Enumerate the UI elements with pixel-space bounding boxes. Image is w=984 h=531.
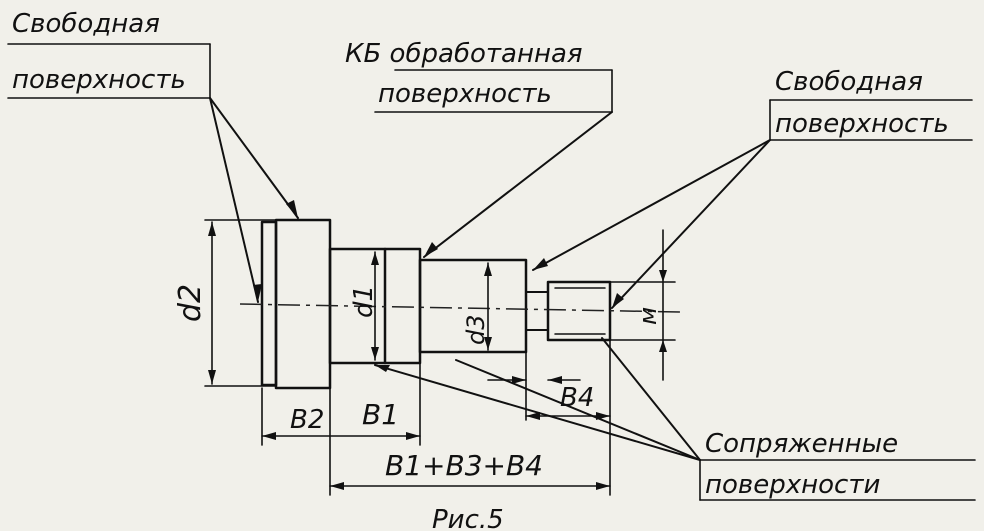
axis-centerline xyxy=(239,303,681,313)
arrowhead-total-left xyxy=(330,482,344,490)
arrowhead-b4b-left xyxy=(526,412,540,420)
dim-label-b4: B4 xyxy=(560,383,594,413)
leader-free-left-2 xyxy=(209,97,259,303)
arrowhead-d1-bottom xyxy=(371,347,379,360)
arrowhead-mated-1 xyxy=(375,365,390,372)
label-free-right-line1: Свободная xyxy=(775,67,923,97)
arrowhead-d3-top xyxy=(484,263,492,276)
arrowhead-d2-bottom xyxy=(208,370,216,384)
arrowhead-d3-bottom xyxy=(484,337,492,350)
shaft-step-d3 xyxy=(418,258,528,354)
dim-label-b1: B1 xyxy=(362,398,399,431)
label-mated-line2: поверхности xyxy=(705,470,880,500)
shaft-body xyxy=(260,218,612,390)
arrowhead-kb xyxy=(424,242,438,257)
arrowhead-free-right-2 xyxy=(612,293,624,308)
arrowhead-b4b-right xyxy=(596,412,610,420)
shaft-flange-left xyxy=(260,220,278,387)
leader-free-right-1 xyxy=(532,139,771,271)
arrowhead-m-bottom xyxy=(659,340,667,352)
leader-mated-2 xyxy=(455,359,701,461)
label-free-left-line2: поверхность xyxy=(12,65,186,95)
arrowhead-b4-left xyxy=(512,376,526,384)
dim-label-b2: B2 xyxy=(290,405,324,435)
arrowhead-free-left-2 xyxy=(253,284,262,302)
arrowhead-d1-top xyxy=(371,252,379,265)
label-mated-line1: Сопряженные xyxy=(705,429,898,459)
label-free-right-line2: поверхность xyxy=(775,109,949,139)
arrowhead-b1-right xyxy=(406,432,420,440)
leader-kb xyxy=(423,111,613,258)
figure-caption: Рис.5 xyxy=(432,505,504,531)
arrowhead-free-right-1 xyxy=(533,258,548,270)
leader-lines xyxy=(209,97,771,461)
arrowhead-d2-top xyxy=(208,222,216,236)
arrowhead-b4-right xyxy=(548,376,562,384)
horizontal-dimensions xyxy=(261,339,611,496)
shaft-collar-d2 xyxy=(274,218,332,390)
dim-label-d2: d2 xyxy=(173,284,208,322)
label-kb-line1: КБ обработанная xyxy=(345,39,583,69)
arrowhead-b2-left xyxy=(262,432,276,440)
label-shelves xyxy=(7,43,976,501)
dim-label-d3: d3 xyxy=(462,314,490,345)
arrowhead-m-top xyxy=(659,270,667,282)
label-kb-line2: поверхность xyxy=(378,79,552,109)
arrowheads xyxy=(208,200,667,490)
arrowhead-free-left-1 xyxy=(286,200,298,218)
leader-mated-1 xyxy=(374,364,701,461)
leader-free-right-2 xyxy=(611,139,771,309)
leader-free-left-1 xyxy=(209,97,299,219)
dim-label-m: м xyxy=(634,307,662,325)
dim-label-total: B1+B3+B4 xyxy=(385,449,543,482)
dim-label-d1: d1 xyxy=(349,285,379,318)
arrowhead-total-right xyxy=(596,482,610,490)
label-free-left-line1: Свободная xyxy=(12,9,160,39)
leader-mated-3 xyxy=(601,337,701,461)
